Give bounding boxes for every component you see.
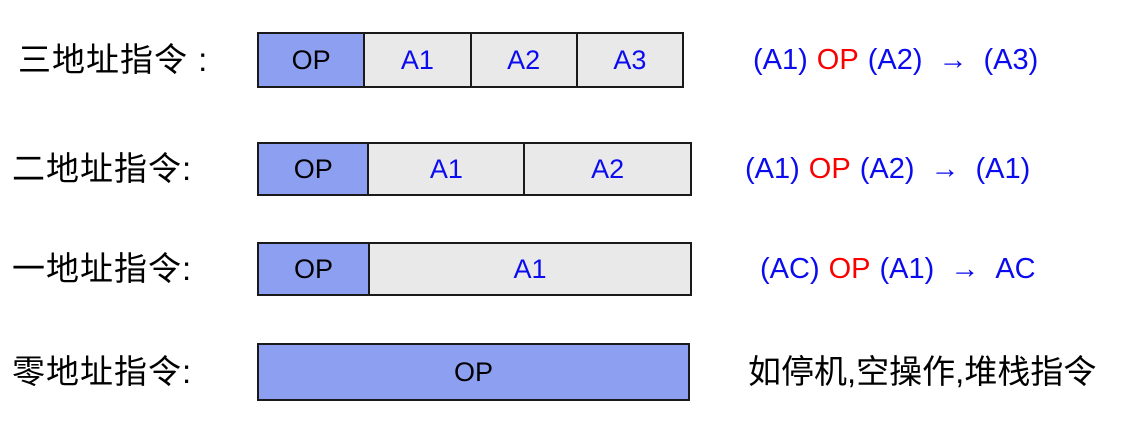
formula-operand-left: (AC) — [760, 252, 820, 285]
formula-op: OP — [808, 152, 851, 185]
formula-operand-left: (A1) — [753, 43, 808, 76]
formula-result: (A1) — [975, 152, 1031, 185]
semantics-formula-one-address: (AC) OP (A1) → AC — [760, 242, 1036, 296]
addr-cell-a1: A1 — [367, 244, 690, 294]
semantics-formula-two-address: (A1) OP (A2) → (A1) — [745, 142, 1030, 196]
row-label-two-address: 二地址指令: — [12, 150, 193, 187]
formula-op: OP — [816, 43, 859, 76]
op-cell: OP — [259, 345, 688, 399]
result-arrow-icon: → — [938, 43, 968, 76]
row-label-three-address: 三地址指令 : — [18, 41, 209, 78]
op-cell: OP — [259, 144, 368, 194]
addr-cell-a1: A1 — [367, 144, 524, 194]
instruction-box-two-address: OP A1 A2 — [257, 142, 692, 196]
semantics-formula-three-address: (A1) OP (A2) → (A3) — [753, 32, 1038, 88]
instruction-box-three-address: OP A1 A2 A3 — [257, 32, 684, 88]
addr-cell-a1: A1 — [363, 34, 470, 86]
instruction-box-zero-address: OP — [257, 343, 690, 401]
formula-operand-right: (A2) — [867, 43, 923, 76]
zero-address-examples-note: 如停机,空操作,堆栈指令 — [748, 353, 1097, 390]
result-arrow-icon: → — [950, 252, 980, 285]
op-cell: OP — [259, 34, 364, 86]
formula-result: AC — [995, 252, 1036, 285]
addr-cell-a3: A3 — [575, 34, 682, 86]
result-arrow-icon: → — [930, 152, 960, 185]
row-label-zero-address: 零地址指令: — [12, 353, 193, 390]
formula-operand-right: (A2) — [859, 152, 915, 185]
formula-op: OP — [828, 252, 871, 285]
formula-result: (A3) — [983, 43, 1039, 76]
addr-cell-a2: A2 — [469, 34, 576, 86]
instruction-box-one-address: OP A1 — [257, 242, 692, 296]
row-label-one-address: 一地址指令: — [12, 250, 193, 287]
formula-operand-left: (A1) — [745, 152, 800, 185]
addr-cell-a2: A2 — [523, 144, 690, 194]
formula-operand-right: (A1) — [879, 252, 935, 285]
op-cell: OP — [259, 244, 368, 294]
